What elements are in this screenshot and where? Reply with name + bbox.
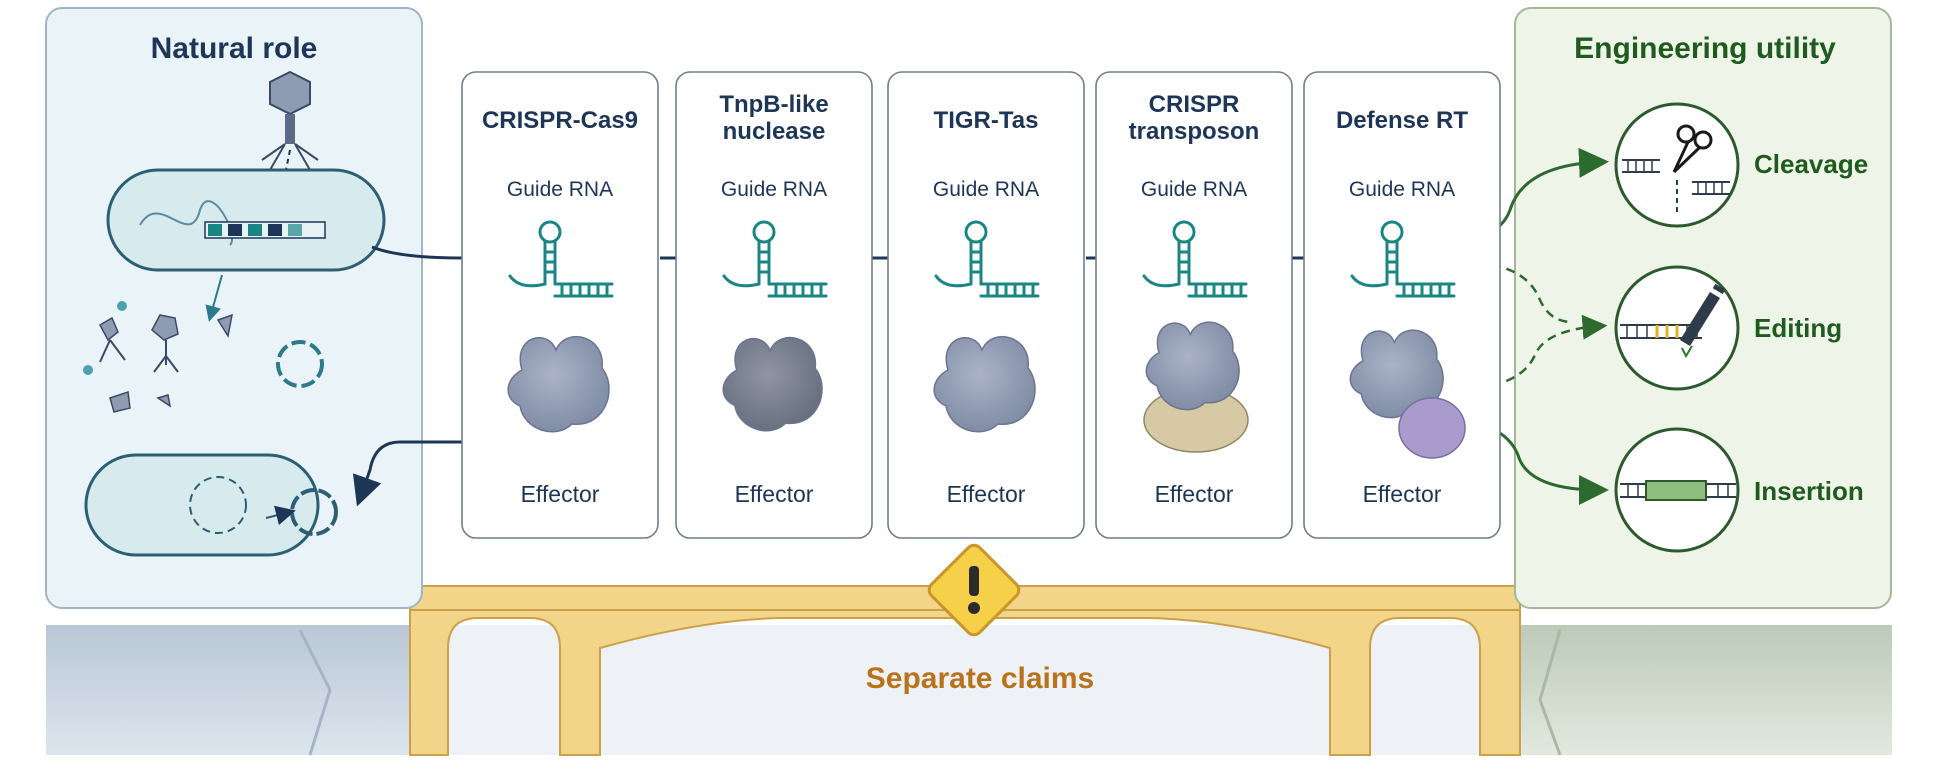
effector-protein-icon [722,336,823,432]
insertion-label: Insertion [1754,476,1864,506]
guide-rna-label: Guide RNA [1349,178,1455,201]
guide-rna-icon [722,220,828,298]
warning-icon [927,543,1021,637]
card-title: transposon [1129,118,1260,145]
card-frame [675,71,873,539]
guide-rna-label: Guide RNA [507,178,613,201]
effector-label: Effector [521,481,600,507]
cell-plasmid-icon [84,453,338,557]
bacterium-icon [106,168,386,272]
card-frame [461,71,659,539]
guide-rna-icon [508,220,614,298]
insertion-item: Insertion [1614,427,1864,553]
card-frame [887,71,1085,539]
card-title: CRISPR-Cas9 [482,107,638,134]
card-title: TIGR-Tas [934,107,1039,134]
effector-label: Effector [1363,481,1442,507]
editing-label: Editing [1754,313,1842,343]
left-cliff [46,625,440,755]
guide-rna-icon [1142,220,1248,298]
connector [352,440,462,507]
cleavage-item: Cleavage [1614,102,1868,228]
guide-rna-icon [1350,220,1456,298]
card-title: CRISPR [1149,91,1240,118]
cleavage-label: Cleavage [1754,149,1868,179]
system-card-defense-rt: Defense RT Guide RNA Effector [1303,71,1501,539]
warning-label: Separate claims [866,662,1094,695]
effector-label: Effector [1155,481,1234,507]
card-frame [1303,71,1501,539]
effector-label: Effector [947,481,1026,507]
natural-role-panel: Natural role [45,7,423,609]
card-title: Defense RT [1336,107,1468,134]
effector-label: Effector [735,481,814,507]
ground [46,625,1892,756]
effector-protein-icon [1349,329,1466,459]
engineering-utility-title: Engineering utility [1574,32,1836,65]
card-title: nuclease [723,118,826,145]
connector [371,245,463,260]
effector-protein-icon [933,336,1036,433]
effector-protein-icon [1143,321,1249,453]
natural-role-title: Natural role [151,32,318,65]
guide-rna-label: Guide RNA [1141,178,1247,201]
phage-debris-icon [83,301,324,413]
guide-rna-label: Guide RNA [933,178,1039,201]
right-cliff [1495,625,1892,755]
effector-protein-icon [507,336,610,433]
editing-item: Editing [1614,265,1842,391]
guide-rna-label: Guide RNA [721,178,827,201]
card-title: TnpB-like [719,91,828,118]
guide-rna-icon [934,220,1040,298]
